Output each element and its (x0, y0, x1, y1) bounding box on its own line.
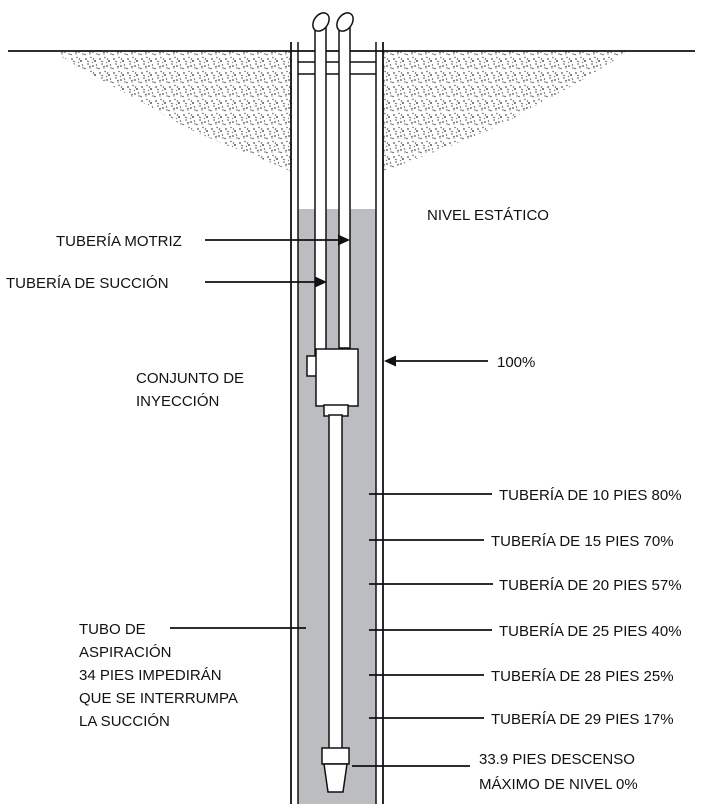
pipe-level-label: TUBERÍA DE 29 PIES 17% (491, 711, 674, 728)
pipe-level-label: TUBERÍA DE 25 PIES 40% (499, 623, 682, 640)
jet-body (315, 348, 359, 407)
tail-pipe-label-line3: 34 PIES IMPEDIRÁN (79, 667, 222, 684)
soil-right (382, 52, 625, 172)
drive-pipe-label: TUBERÍA MOTRIZ (56, 233, 182, 250)
pipe-level-label: TUBERÍA DE 15 PIES 70% (491, 533, 674, 550)
tail-pipe-label-line4: QUE SE INTERRUMPA (79, 690, 238, 707)
suction-pipe-top (312, 12, 330, 32)
drive-pipe (338, 23, 351, 349)
foot-valve-cap (321, 747, 350, 765)
leader-lines (170, 234, 493, 767)
soil-left (55, 52, 292, 172)
tail-pipe-label-line2: ASPIRACIÓN (79, 644, 172, 661)
tail-pipe (328, 414, 343, 750)
foot-valve-strainer (323, 763, 348, 793)
level-100-label: 100% (497, 354, 535, 371)
injection-assembly-label-line1: CONJUNTO DE (136, 370, 244, 387)
drive-pipe-top (336, 12, 354, 32)
injection-assembly-label-line2: INYECCIÓN (136, 393, 219, 410)
static-level-label: NIVEL ESTÁTICO (427, 207, 549, 224)
suction-pipe-label: TUBERÍA DE SUCCIÓN (6, 275, 169, 292)
max-drawdown-label-line1: 33.9 PIES DESCENSO (479, 751, 635, 768)
tail-pipe-label-line1: TUBO DE (79, 621, 146, 638)
pipe-level-label: TUBERÍA DE 28 PIES 25% (491, 668, 674, 685)
pipe-level-label: TUBERÍA DE 20 PIES 57% (499, 577, 682, 594)
tail-pipe-label-line5: LA SUCCIÓN (79, 713, 170, 730)
suction-pipe (314, 23, 327, 359)
max-drawdown-label-line2: MÁXIMO DE NIVEL 0% (479, 776, 638, 793)
pipe-level-label: TUBERÍA DE 10 PIES 80% (499, 487, 682, 504)
